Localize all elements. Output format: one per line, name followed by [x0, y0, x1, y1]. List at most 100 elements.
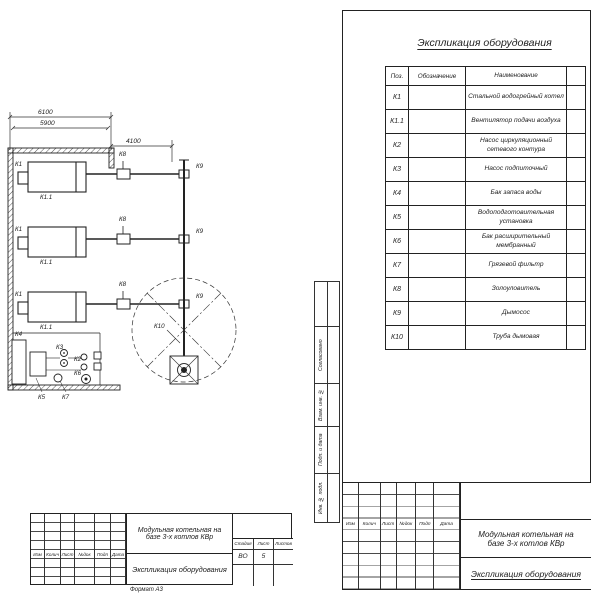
cell-designation: [409, 206, 466, 229]
sheet-plan: 6100 5900 4100 К1 К1 К1 К1.1 К1.1 К1.1 К…: [7, 109, 293, 593]
stage-column: Лист 5: [253, 539, 273, 586]
cell-pos: К5: [386, 206, 409, 229]
document-title-text: Экспликация оборудования: [471, 568, 581, 579]
table-row: К7 Грязевой фильтр: [386, 253, 585, 277]
cell-name: Насос подпиточный: [466, 158, 567, 181]
cell-qty: [567, 254, 585, 277]
revision-column-label: Дата: [440, 522, 453, 527]
revision-column: Изм: [343, 483, 359, 589]
cell-qty: [567, 278, 585, 301]
table-row: К2 Насос циркуляционный сетевого контура: [386, 133, 585, 157]
cell-pos: К1: [386, 86, 409, 109]
cell-pos: К10: [386, 326, 409, 349]
cell-pos: К3: [386, 158, 409, 181]
margin-stamp-cell: Согласовано: [314, 326, 340, 384]
revision-column: Лист: [61, 514, 75, 584]
cell-pos: К7: [386, 254, 409, 277]
boiler-plan-drawing: [7, 112, 237, 393]
margin-stamp-label: Подп. и дата: [318, 433, 324, 467]
revision-column: Дата: [111, 514, 126, 584]
margin-stamp-column: Согласовано Взам. инв. № Подп. и дата Ин…: [314, 281, 340, 523]
stage-label: Стадия: [233, 539, 253, 550]
revision-grid-right: Изм Колич Лист №док Подп: [343, 483, 461, 589]
revision-column-label: Лист: [61, 552, 74, 557]
table-row: К10 Труба дымовая: [386, 325, 585, 349]
header-designation: Обозначение: [409, 67, 466, 85]
cell-designation: [409, 182, 466, 205]
margin-stamp-cell: Взам. инв. №: [314, 383, 340, 427]
flue-pipes: [86, 159, 190, 356]
cell-qty: [567, 86, 585, 109]
project-title: Модульная котельная на базе 3-х котлов К…: [127, 514, 232, 554]
revision-column: Изм: [31, 514, 45, 584]
cell-pos: К1.1: [386, 110, 409, 133]
stage-section: Стадия ВО Лист 5 Листов: [233, 538, 293, 586]
revision-column-label: Подп: [97, 552, 108, 557]
title-cells-right: Модульная котельная на базе 3-х котлов К…: [461, 483, 591, 589]
cell-name: Вентилятор подачи воздуха: [466, 110, 567, 133]
cell-designation: [409, 302, 466, 325]
cell-designation: [409, 86, 466, 109]
cell-designation: [409, 158, 466, 181]
revision-column-label: Дата: [111, 552, 125, 557]
cell-name: Дымосос: [466, 302, 567, 325]
table-row: К9 Дымосос: [386, 301, 585, 325]
stage-value: [274, 550, 293, 565]
title-cells: Модульная котельная на базе 3-х котлов К…: [126, 514, 233, 584]
revision-column: Лист: [381, 483, 397, 589]
auxiliary-equipment: [11, 339, 102, 393]
revision-column: Подп: [416, 483, 435, 589]
cell-pos: К2: [386, 134, 409, 157]
revision-column-label: Изм: [345, 522, 355, 527]
margin-stamp-cell: Инв. № подл.: [314, 473, 340, 523]
margin-stamp-cell: [314, 281, 340, 327]
cell-pos: К8: [386, 278, 409, 301]
cell-name: Стальной водогрейный котел: [466, 86, 567, 109]
cell-name: Водоподготовительная установка: [466, 206, 567, 229]
cell-name: Грязевой фильтр: [466, 254, 567, 277]
revision-column: Дата: [434, 483, 460, 589]
cell-name: Труба дымовая: [466, 326, 567, 349]
equipment-table: Поз. Обозначение Наименование К1 Стально…: [385, 66, 586, 350]
stage-column: Листов: [273, 539, 293, 586]
cell-designation: [409, 278, 466, 301]
project-title: Модульная котельная на базе 3-х котлов К…: [461, 520, 591, 558]
header-name: Наименование: [466, 67, 567, 85]
cell-qty: [567, 110, 585, 133]
header-pos: Поз.: [386, 67, 409, 85]
table-row: К5 Водоподготовительная установка: [386, 205, 585, 229]
title-block-left: Изм Колич Лист №док Подп: [30, 513, 293, 586]
table-title: Экспликация оборудования: [417, 37, 552, 49]
revision-column-label: Колич: [362, 522, 376, 527]
title-block-right: Изм Колич Лист №док Подп: [343, 482, 591, 589]
table-row: К3 Насос подпиточный: [386, 157, 585, 181]
revision-column: Подп: [95, 514, 111, 584]
revision-column-label: Лист: [381, 522, 395, 527]
revision-column: №док: [75, 514, 95, 584]
cell-name: Бак запаса воды: [466, 182, 567, 205]
stage-label: Лист: [254, 539, 273, 550]
cell-pos: К4: [386, 182, 409, 205]
table-row: К1 Стальной водогрейный котел: [386, 86, 585, 109]
table-header: Поз. Обозначение Наименование: [386, 67, 585, 86]
boilers: [17, 161, 87, 323]
cell-qty: [567, 134, 585, 157]
cell-designation: [409, 326, 466, 349]
stage-label: Листов: [274, 539, 293, 550]
cell-designation: [409, 254, 466, 277]
stage-column: Стадия ВО: [233, 539, 253, 586]
table-body: К1 Стальной водогрейный котел К1.1 Венти…: [386, 86, 585, 349]
chimney-assembly: [131, 277, 237, 385]
cell-designation: [409, 134, 466, 157]
revision-grid: Изм Колич Лист №док Подп: [31, 514, 126, 584]
document-title: Экспликация оборудования: [132, 564, 227, 574]
table-row: К8 Золоуловитель: [386, 277, 585, 301]
cell-designation: [409, 110, 466, 133]
table-row: К1.1 Вентилятор подачи воздуха: [386, 109, 585, 133]
margin-stamp-label: [315, 282, 327, 326]
revision-column-label: Изм: [33, 552, 42, 557]
revision-column: №док: [397, 483, 417, 589]
revision-column-label: №док: [399, 522, 413, 527]
cell-qty: [567, 230, 585, 253]
header-qty: [567, 67, 585, 85]
